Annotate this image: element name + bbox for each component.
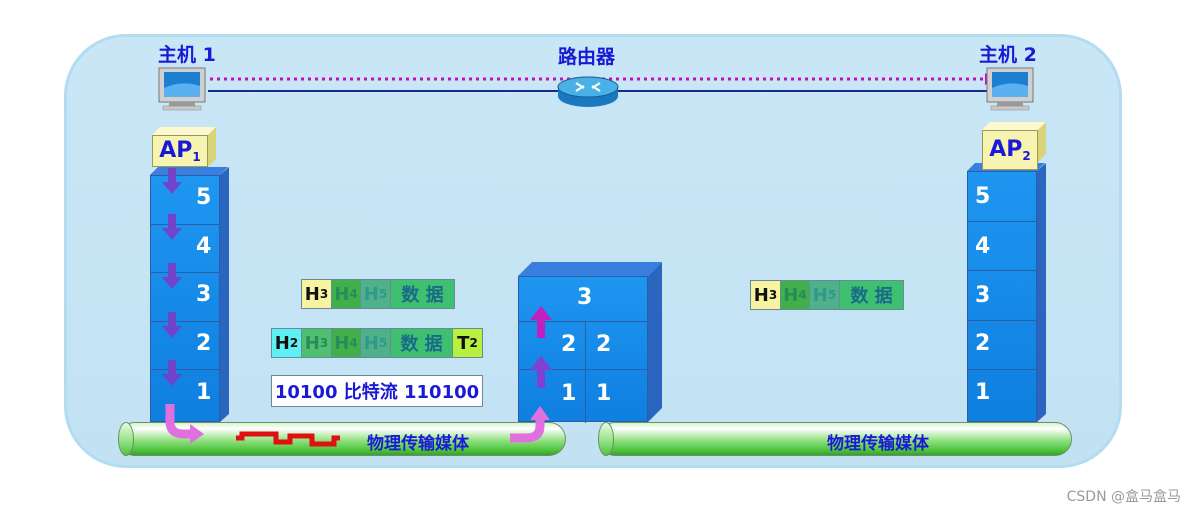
ap2-subscript: 2	[1022, 148, 1031, 163]
up-arrow-icon	[530, 356, 552, 388]
ap2-box: AP2	[982, 130, 1038, 170]
down-arrow-icon	[162, 312, 182, 338]
left-stack-side	[220, 167, 229, 422]
ap1-label: AP	[159, 137, 193, 163]
ap1-cube-side	[208, 127, 216, 167]
layer-4-label: 4	[975, 234, 991, 259]
router-layer-2-left-label: 2	[561, 332, 577, 357]
layer-1-label: 1	[975, 380, 991, 405]
router-stack-side	[648, 262, 662, 422]
ap2-cube-top	[982, 122, 1046, 130]
left-protocol-stack: 5 4 3 2 1	[150, 175, 220, 422]
ap2-label: AP	[989, 136, 1023, 162]
right-stack-side	[1037, 163, 1046, 422]
layer-2-label: 2	[196, 331, 212, 356]
host1-label: 主机 1	[158, 44, 216, 66]
medium-label-right: 物理传输媒体	[827, 434, 929, 454]
computer-icon	[986, 67, 1034, 111]
router-stack-top	[518, 262, 662, 276]
watermark: CSDN @盒马盒马	[1066, 489, 1181, 505]
router-layer-3-label: 3	[577, 285, 593, 310]
ap1-cube-top	[152, 127, 216, 135]
router-label: 路由器	[558, 46, 616, 68]
ap1-subscript: 1	[192, 149, 201, 164]
layer-1-label: 1	[196, 380, 212, 405]
up-arrow-icon	[530, 306, 552, 338]
right-protocol-stack: 5 4 3 2 1	[967, 171, 1037, 422]
ap1-box: AP1	[152, 135, 208, 167]
layer-5-label: 5	[975, 184, 991, 209]
host2-label: 主机 2	[979, 44, 1037, 66]
computer-icon	[158, 67, 206, 111]
layer-3-label: 3	[196, 282, 212, 307]
router-layer-2-right-label: 2	[596, 332, 612, 357]
data-payload: 数 据	[391, 280, 454, 308]
router-icon	[557, 76, 619, 107]
upward-arrows	[530, 306, 552, 388]
router-protocol-stack: 3 2 2 1 1	[518, 276, 648, 423]
down-arrow-icon	[162, 360, 182, 386]
signal-waveform	[236, 431, 340, 447]
down-arrow-icon	[162, 263, 182, 289]
data-payload: 数 据	[840, 281, 903, 309]
ap2-cube-side	[1038, 122, 1046, 162]
medium-label-left: 物理传输媒体	[367, 434, 469, 454]
layer-2-label: 2	[975, 331, 991, 356]
layer-3-label: 3	[975, 283, 991, 308]
layer-4-label: 4	[196, 234, 212, 259]
layer-5-label: 5	[196, 185, 212, 210]
downward-arrows	[162, 168, 182, 386]
curved-arrow-icon	[510, 406, 550, 443]
bitstream-box: 10100 比特流 110100	[271, 375, 483, 407]
down-arrow-icon	[162, 168, 182, 194]
down-arrow-icon	[162, 214, 182, 240]
data-payload: 数 据	[391, 329, 453, 357]
curved-arrow-icon	[165, 404, 204, 444]
physical-medium-right: 物理传输媒体	[598, 422, 1072, 456]
router-layer-1-right-label: 1	[596, 381, 612, 406]
router-layer-1-left-label: 1	[561, 381, 577, 406]
